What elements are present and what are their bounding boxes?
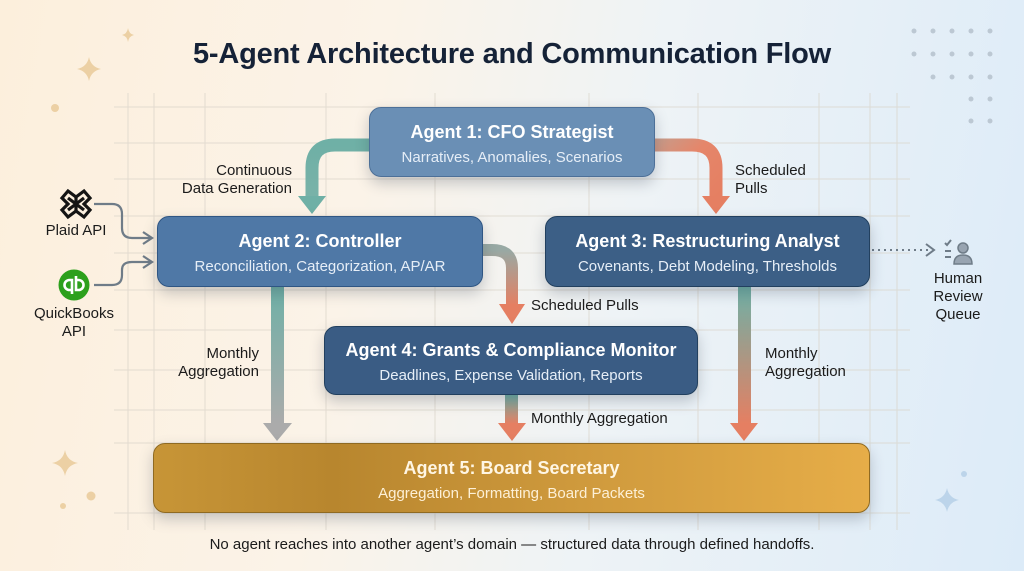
plaid-logo-icon: [59, 188, 93, 220]
edge-label-continuous-data-generation: Continuous Data Generation: [150, 162, 292, 198]
agent-3-restructuring-analyst[interactable]: Agent 3: Restructuring Analyst Covenants…: [545, 216, 870, 287]
human-review-label: Human: [933, 270, 983, 287]
human-review-icon: [944, 239, 973, 265]
agent-description: Covenants, Debt Modeling, Thresholds: [577, 258, 838, 275]
label-line: Data Generation: [181, 180, 292, 197]
agent-1-cfo-strategist[interactable]: Agent 1: CFO Strategist Narratives, Anom…: [369, 107, 655, 177]
agent-name: Agent 1: CFO Strategist: [410, 122, 614, 142]
human-review-queue[interactable]: Human Review Queue: [918, 238, 998, 324]
agent-name: Agent 3: Restructuring Analyst: [575, 231, 840, 251]
agent-name: Agent 4: Grants & Compliance Monitor: [345, 340, 677, 360]
arrow-agent3-to-human-review: [872, 243, 936, 257]
agent-5-board-secretary[interactable]: Agent 5: Board Secretary Aggregation, Fo…: [153, 443, 870, 513]
source-label: QuickBooks: [33, 305, 115, 322]
agent-2-controller[interactable]: Agent 2: Controller Reconciliation, Cate…: [157, 216, 483, 287]
arrow-agent3-to-agent5: [730, 287, 758, 441]
agent-description: Narratives, Anomalies, Scenarios: [401, 149, 623, 166]
arrow-agent4-to-agent5: [498, 395, 526, 441]
edge-label-monthly-aggregation-mid: Monthly Aggregation: [531, 410, 668, 427]
source-quickbooks-api[interactable]: QuickBooks API: [26, 269, 122, 341]
label-line: Aggregation: [178, 363, 259, 380]
label-line: Scheduled: [735, 162, 806, 179]
human-review-label: Queue: [935, 306, 981, 323]
agent-description: Aggregation, Formatting, Board Packets: [378, 485, 645, 502]
label-line: Pulls: [735, 180, 768, 197]
agent-name: Agent 5: Board Secretary: [403, 458, 620, 478]
agent-4-grants-compliance-monitor[interactable]: Agent 4: Grants & Compliance Monitor Dea…: [324, 326, 698, 395]
arrow-agent2-to-agent5: [263, 287, 292, 441]
diagram-title: 5-Agent Architecture and Communication F…: [192, 38, 832, 70]
arrow-quickbooks-to-agent2: [94, 255, 154, 287]
edge-label-scheduled-pulls-agent4: Scheduled Pulls: [531, 297, 639, 314]
label-line: Monthly: [206, 345, 259, 362]
source-label: Plaid API: [45, 222, 107, 239]
label-line: Aggregation: [765, 363, 846, 380]
arrow-plaid-to-agent2: [94, 202, 154, 245]
arrow-agent2-to-agent4: [482, 244, 525, 324]
edge-label-scheduled-pulls-agent3: Scheduled Pulls: [735, 162, 806, 198]
footer-note: No agent reaches into another agent’s do…: [209, 536, 815, 553]
label-line: Monthly: [765, 345, 818, 362]
edge-label-monthly-aggregation-left: Monthly Aggregation: [150, 345, 259, 381]
arrow-agent1-to-agent2: [298, 138, 370, 214]
sparkle-decorations: [51, 28, 134, 509]
dot-pattern-decoration: [911, 28, 993, 124]
source-label: API: [61, 323, 87, 340]
agent-name: Agent 2: Controller: [238, 231, 402, 251]
arrow-agent1-to-agent3: [654, 138, 730, 214]
human-review-label: Review: [933, 288, 983, 305]
agent-description: Deadlines, Expense Validation, Reports: [379, 367, 643, 384]
edge-label-monthly-aggregation-right: Monthly Aggregation: [765, 345, 846, 381]
agent-description: Reconciliation, Categorization, AP/AR: [194, 258, 446, 275]
label-line: Continuous: [216, 162, 292, 179]
source-plaid-api[interactable]: Plaid API: [36, 188, 116, 240]
quickbooks-logo-icon: [58, 269, 90, 301]
